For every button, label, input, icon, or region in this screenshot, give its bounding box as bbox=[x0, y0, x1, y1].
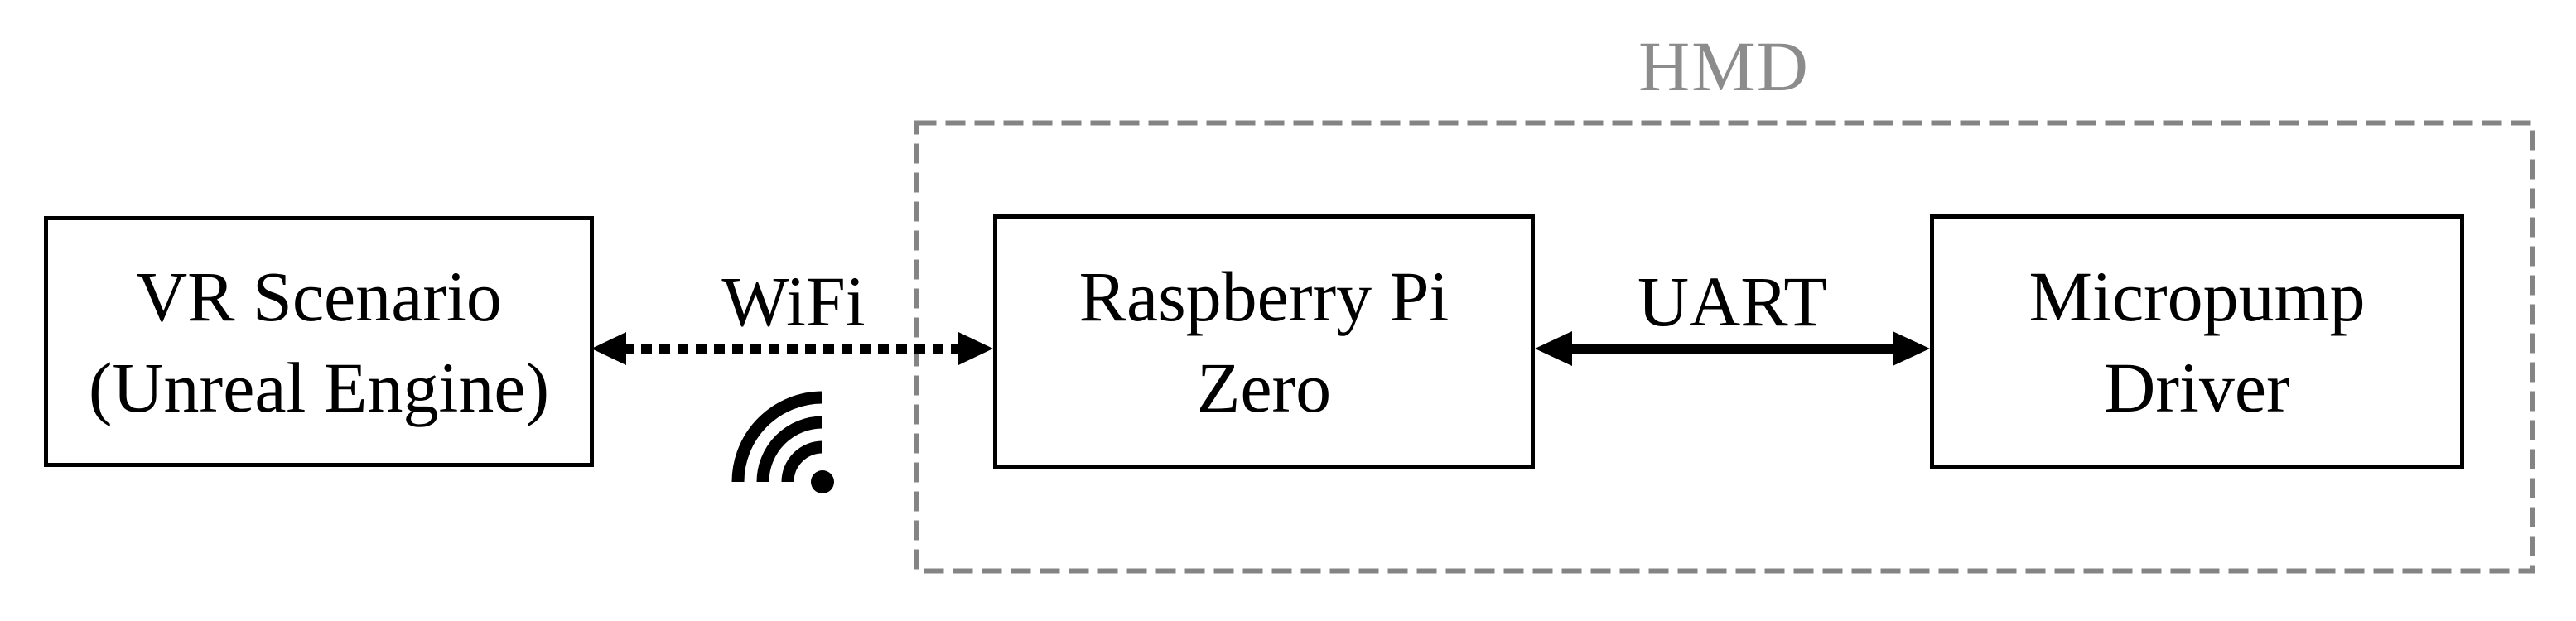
wifi-arc-middle bbox=[756, 416, 823, 483]
node-raspberry-pi-zero-line1: Raspberry Pi bbox=[1078, 256, 1450, 336]
wifi-link-label: WiFi bbox=[721, 262, 866, 341]
node-vr-scenario-line2: (Unreal Engine) bbox=[88, 347, 550, 427]
node-raspberry-pi-zero: Raspberry Pi Zero bbox=[993, 214, 1535, 469]
wifi-signal-icon bbox=[731, 391, 834, 493]
wifi-arc-outer bbox=[731, 391, 823, 483]
wifi-arrowhead-left-icon bbox=[591, 332, 626, 365]
node-micropump-driver: Micropump Driver bbox=[1930, 214, 2464, 469]
uart-link-label: UART bbox=[1638, 262, 1827, 341]
uart-link-solid-line bbox=[1561, 344, 1903, 354]
node-micropump-driver-line2: Driver bbox=[2104, 347, 2290, 427]
hmd-group-label: HMD bbox=[1638, 26, 1810, 106]
node-vr-scenario: VR Scenario (Unreal Engine) bbox=[44, 216, 594, 467]
node-vr-scenario-line1: VR Scenario bbox=[136, 256, 502, 336]
wifi-arrowhead-right-icon bbox=[958, 332, 993, 365]
uart-arrowhead-right-icon bbox=[1893, 331, 1930, 366]
wifi-dot bbox=[811, 470, 834, 493]
node-raspberry-pi-zero-line2: Zero bbox=[1196, 347, 1332, 427]
wifi-link-dotted-line bbox=[623, 344, 959, 354]
uart-arrowhead-left-icon bbox=[1535, 331, 1572, 366]
wifi-arc-inner bbox=[781, 440, 823, 483]
node-micropump-driver-line1: Micropump bbox=[2028, 256, 2366, 336]
